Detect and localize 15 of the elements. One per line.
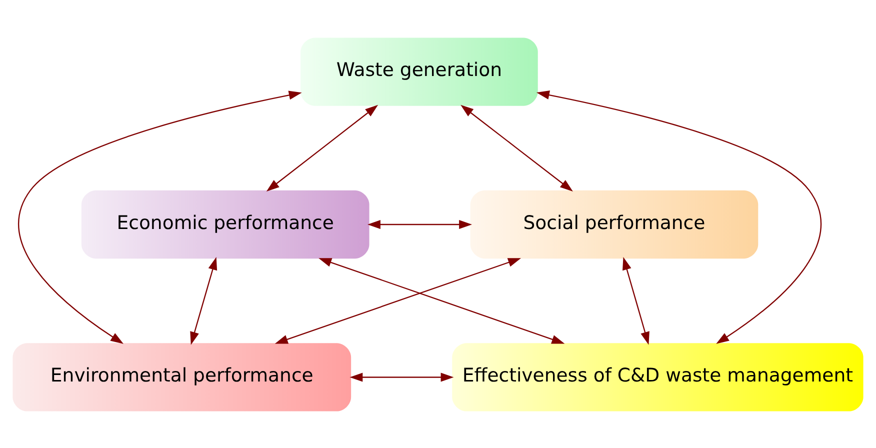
arrow <box>318 258 565 344</box>
arrow <box>368 219 472 229</box>
node-box: Environmental performance <box>12 342 352 411</box>
node-box: Social performance <box>470 190 758 258</box>
arrow <box>190 256 218 344</box>
arrow <box>460 104 573 191</box>
node-box: Economic performance <box>81 190 370 258</box>
arrow <box>274 258 522 344</box>
arrow <box>622 256 650 344</box>
arrow <box>350 372 454 382</box>
node-box: Effectiveness of C&D waste management <box>452 342 864 411</box>
arrow <box>266 104 378 191</box>
arrow <box>536 90 822 344</box>
arrow <box>18 90 302 344</box>
node-box: Waste generation <box>300 37 538 106</box>
